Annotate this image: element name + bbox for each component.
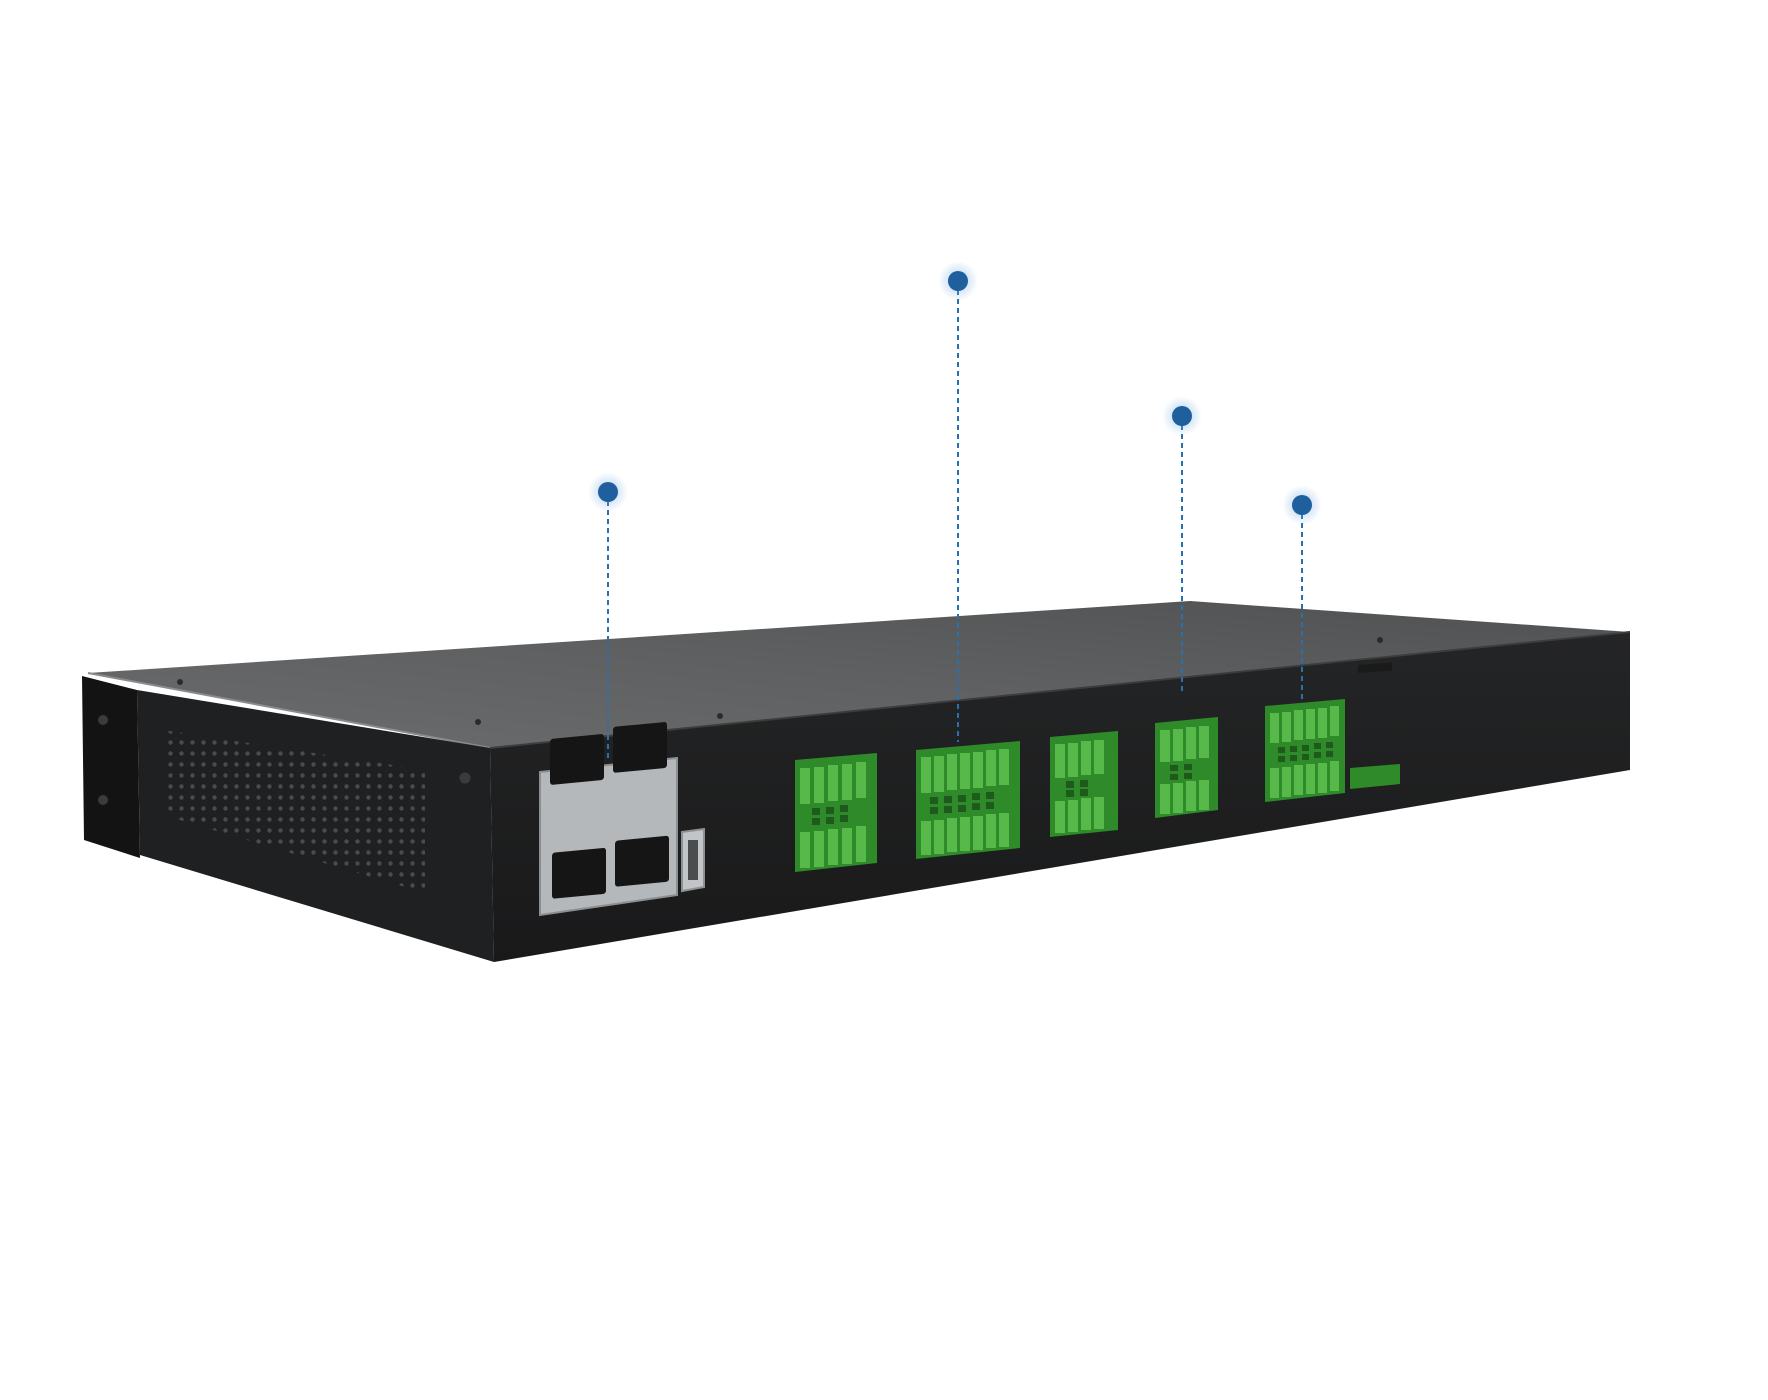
usb-port[interactable] <box>681 827 705 893</box>
chassis-top <box>88 601 1630 748</box>
terminal-block-3[interactable] <box>1050 731 1118 837</box>
terminal-block-4[interactable] <box>1155 717 1218 818</box>
bracket-screw-icon <box>98 715 108 725</box>
top-screw-icon <box>475 719 481 725</box>
terminal-block-4-hotspot[interactable] <box>1162 396 1202 694</box>
top-screw-icon <box>717 713 723 719</box>
side-vent-grille <box>163 730 425 893</box>
bracket-screw-icon <box>98 795 108 805</box>
rj45-port-block <box>539 722 678 917</box>
front-screw-icon <box>458 771 472 785</box>
network-ports-hotspot[interactable] <box>588 472 628 762</box>
terminal-block-5[interactable] <box>1265 699 1345 802</box>
terminal-block-5-hotspot[interactable] <box>1282 485 1322 700</box>
terminal-block-2[interactable] <box>916 741 1020 859</box>
rj45-port[interactable] <box>550 734 604 785</box>
top-screw-icon <box>177 679 183 685</box>
front-panel-top-edge <box>489 631 1631 749</box>
terminal-block-1[interactable] <box>795 753 877 872</box>
top-screw-icon <box>1377 637 1383 643</box>
rack-mount-bracket <box>82 676 140 858</box>
power-connector[interactable] <box>1350 662 1400 789</box>
rj45-port[interactable] <box>552 847 606 899</box>
rj45-port[interactable] <box>615 835 669 887</box>
rj45-port[interactable] <box>613 722 667 773</box>
terminal-block-2-hotspot[interactable] <box>938 261 978 742</box>
